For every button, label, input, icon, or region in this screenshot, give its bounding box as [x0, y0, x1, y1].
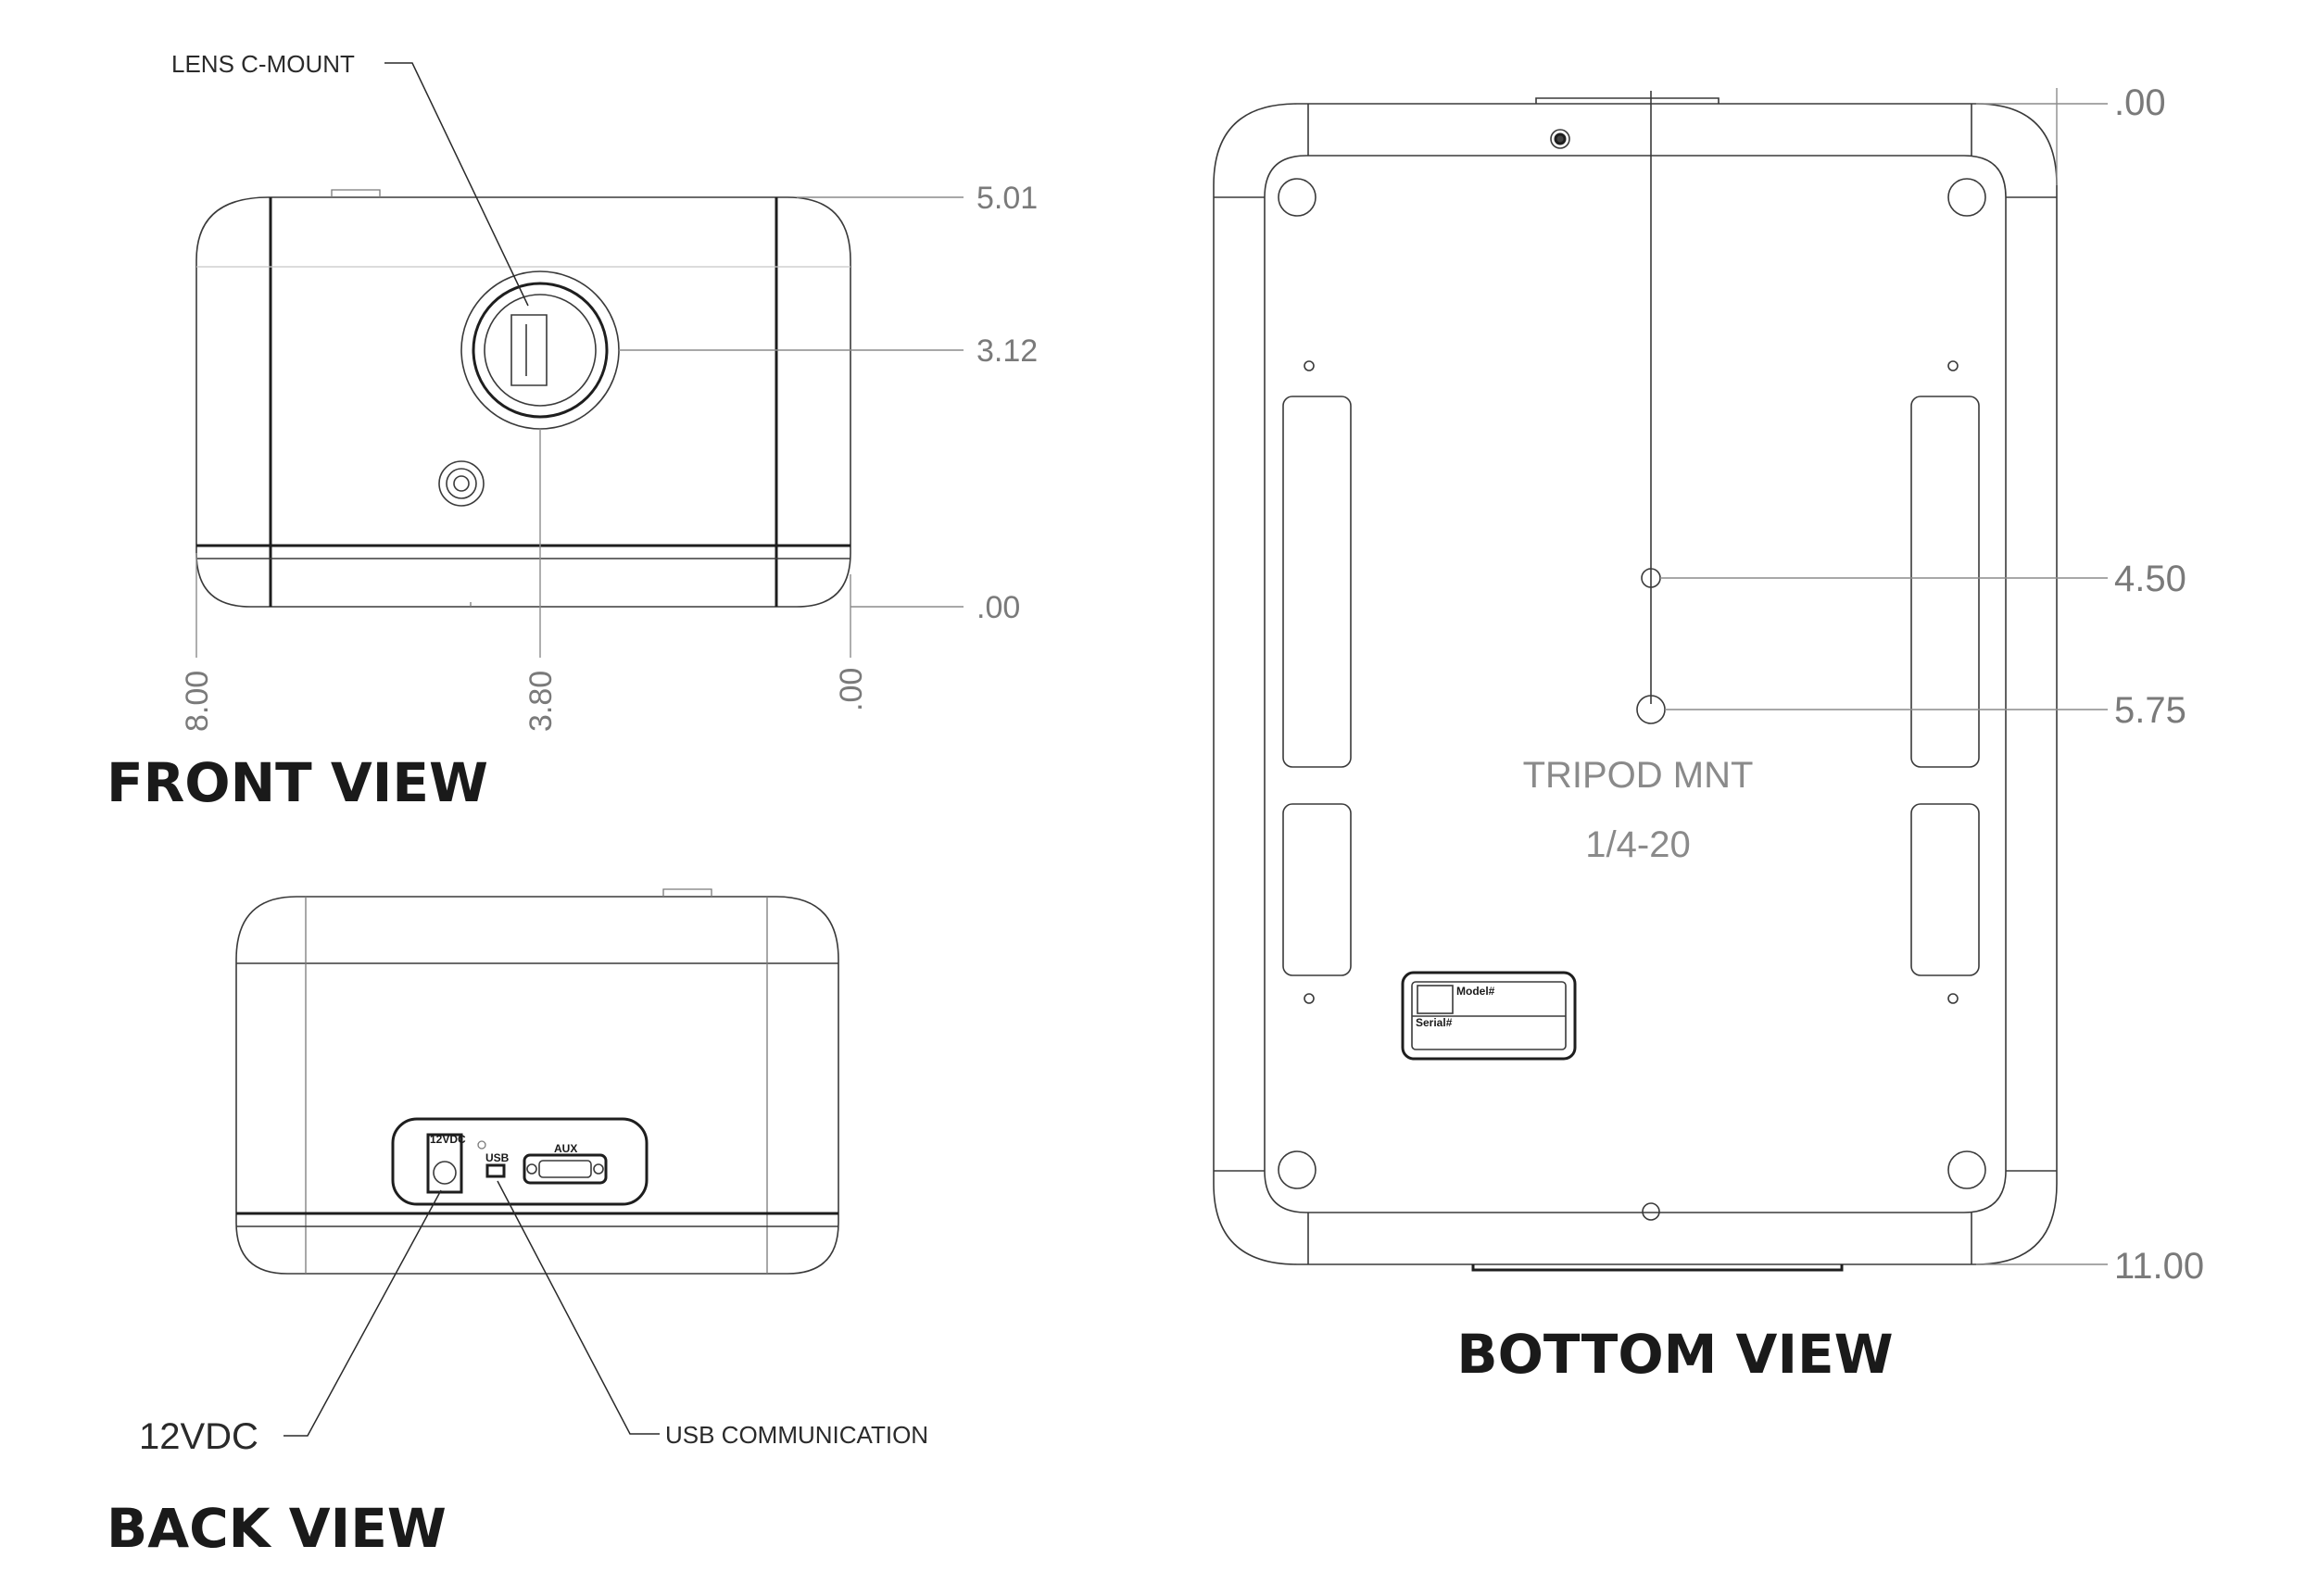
bottom-view: TRIPOD MNT 1/4-20 Model# Serial# .00 4.5… [1213, 82, 2204, 1386]
back-top-bump [662, 888, 712, 897]
lens-callout-label: LENS C-MOUNT [171, 50, 355, 78]
bottom-dim-top: .00 [2114, 82, 2166, 123]
bottom-inner-plate [1264, 155, 2007, 1213]
bottom-top-screw-outer [1550, 129, 1570, 149]
panel-label-power: 12VDC [430, 1133, 466, 1146]
front-bdim-center: 3.80 [523, 671, 559, 732]
bottom-body-outline [1213, 103, 2058, 1265]
back-view: 12VDC USB AUX 12VDC USB COMMUNICATION BA… [107, 888, 928, 1560]
tripod-label: TRIPOD MNT [1523, 755, 1754, 796]
front-dim-bottom: .00 [976, 590, 1020, 625]
tripod-thread-label: 1/4-20 [1585, 824, 1690, 865]
bottom-dim-575: 5.75 [2114, 690, 2186, 731]
corner-hole-br [1947, 1150, 1986, 1189]
usb-port [485, 1163, 506, 1178]
label-plate-serial: Serial# [1416, 1016, 1453, 1029]
aux-screw-right [593, 1163, 604, 1175]
power-jack-housing [426, 1133, 463, 1194]
front-screw-outer [438, 460, 485, 507]
corner-hole-tl [1278, 178, 1316, 217]
front-view-title: FRONT VIEW [107, 751, 488, 814]
back-body-outline [235, 896, 839, 1275]
panel-led [477, 1140, 486, 1150]
pin-hole-2 [1947, 360, 1959, 371]
label-plate-model: Model# [1456, 985, 1495, 998]
label-plate-logo-box [1417, 985, 1454, 1014]
front-dim-top: 5.01 [976, 181, 1038, 216]
lens-callout-leader [384, 62, 529, 307]
foot-slot-right-upper [1910, 396, 1980, 768]
front-bdim-left: 8.00 [180, 671, 215, 732]
front-top-bump [331, 189, 381, 197]
usb-callout-leader [497, 1180, 660, 1435]
bottom-dim-450: 4.50 [2114, 559, 2186, 599]
label-plate [1401, 971, 1577, 1061]
front-view: LENS C-MOUNT 5.01 3.12 .00 8.00 3.80 .00… [107, 50, 1038, 814]
panel-label-usb: USB [485, 1151, 510, 1164]
front-screw-inner [453, 475, 470, 492]
bottom-top-screw-inner [1554, 132, 1567, 145]
pin-hole-4 [1947, 993, 1959, 1004]
aux-connector-inner [538, 1160, 592, 1178]
power-callout-label: 12VDC [139, 1416, 258, 1457]
front-body-outline [195, 196, 851, 608]
pin-hole-3 [1304, 993, 1315, 1004]
lens-inner-ring [484, 294, 597, 407]
usb-callout-label: USB COMMUNICATION [665, 1421, 928, 1449]
aux-screw-left [526, 1163, 537, 1175]
corner-hole-tr [1947, 178, 1986, 217]
front-screw-mid [446, 468, 477, 499]
power-callout-leader [283, 1189, 442, 1437]
lens-mount-block [510, 314, 548, 386]
front-bdim-right: .00 [834, 668, 869, 711]
pin-hole-1 [1304, 360, 1315, 371]
power-jack [433, 1161, 457, 1185]
back-view-title: BACK VIEW [107, 1497, 447, 1560]
bottom-dim-bottom: 11.00 [2114, 1246, 2204, 1287]
bottom-view-title: BOTTOM VIEW [1456, 1323, 1893, 1386]
foot-slot-left-lower [1282, 803, 1352, 976]
corner-hole-bl [1278, 1150, 1316, 1189]
bottom-bottom-tab [1471, 1264, 1844, 1272]
front-dim-mid: 3.12 [976, 333, 1038, 369]
panel-label-aux: AUX [554, 1142, 577, 1155]
bottom-edge-hole [1642, 1202, 1660, 1221]
bottom-top-tab [1535, 97, 1720, 104]
connector-panel [391, 1117, 649, 1206]
foot-slot-right-lower [1910, 803, 1980, 976]
foot-slot-left-upper [1282, 396, 1352, 768]
aux-connector-shell [523, 1153, 608, 1185]
lens-middle-ring [472, 282, 609, 419]
